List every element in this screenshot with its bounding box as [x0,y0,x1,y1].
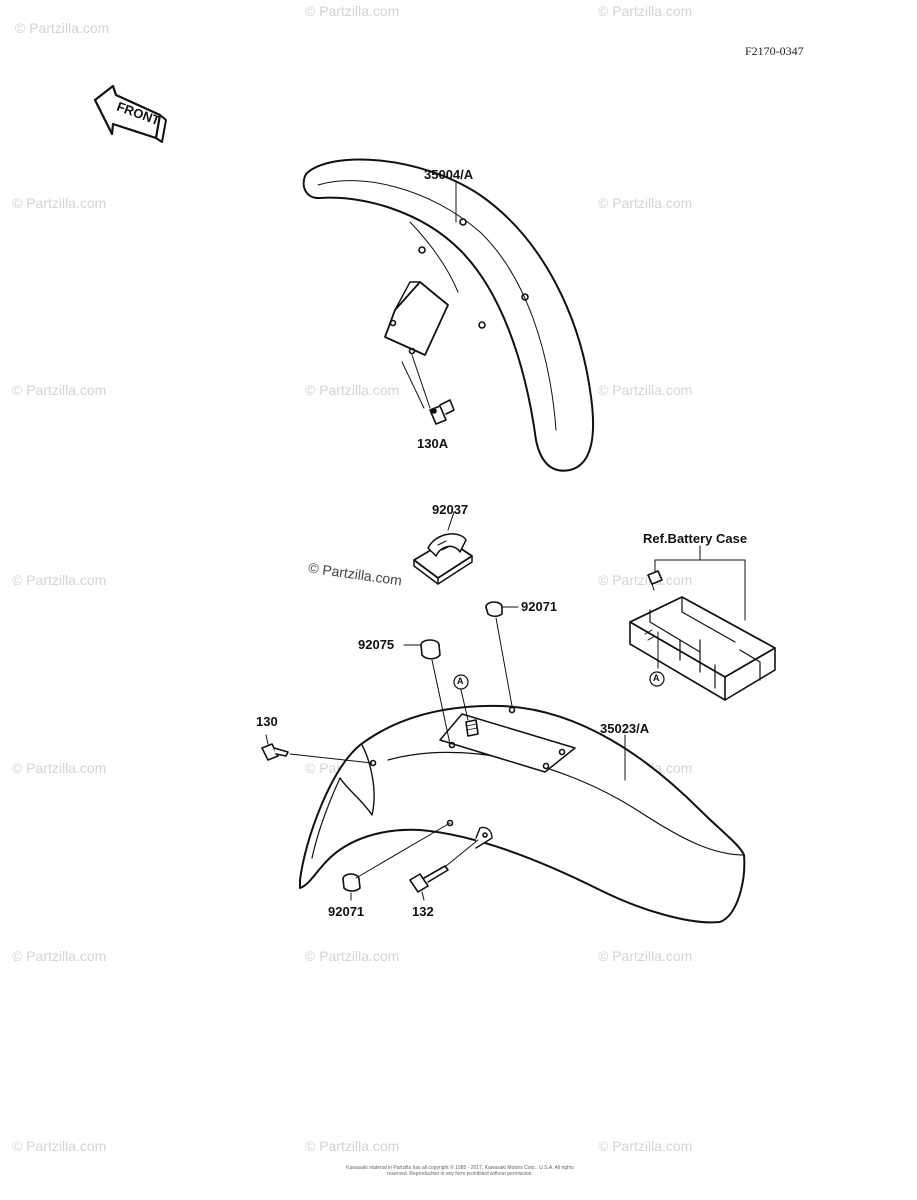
watermark: © Partzilla.com [305,948,400,964]
front-fender [302,158,594,472]
watermark: © Partzilla.com [12,1138,107,1154]
part-label-92037[interactable]: 92037 [432,502,469,517]
bolt-130-icon [261,734,373,764]
part-label-130a[interactable]: 130A [417,436,449,451]
part-label-35004a[interactable]: 35004/A [424,167,474,182]
watermark: © Partzilla.com [305,382,400,398]
copyright-text: Kawasaki material in Partzilla has all c… [346,1165,574,1177]
grommet-92071-bottom-icon [342,822,451,901]
watermark: © Partzilla.com [598,3,693,19]
bolt-132-icon [409,839,479,901]
watermark: © Partzilla.com [12,948,107,964]
watermark: © Partzilla.com [12,195,107,211]
watermark: © Partzilla.com [12,760,107,776]
watermark: © Partzilla.com [305,3,400,19]
part-label-92075[interactable]: 92075 [358,637,395,652]
grommet-92071-top-icon [485,601,519,707]
rear-fender [299,704,746,924]
bolt-130a-icon [429,399,455,425]
part-label-130[interactable]: 130 [256,714,278,729]
watermark: © Partzilla.com [12,382,107,398]
grommet-92075-icon [403,639,451,745]
watermark: © Partzilla.com [598,382,693,398]
part-label-35023a[interactable]: 35023/A [600,721,650,736]
bolt-marker-a-icon [453,674,479,737]
watermark: © Partzilla.com [598,948,693,964]
diagram-code: F2170-0347 [745,44,804,58]
watermark: © Partzilla.com [598,572,693,588]
watermark: © Partzilla.com [598,195,693,211]
marker-a-label: A [457,676,464,686]
watermark: © Partzilla.com [12,572,107,588]
battery-case-icon [629,545,776,701]
part-label-92071-bottom[interactable]: 92071 [328,904,365,919]
front-arrow-icon: FRONT [93,84,167,143]
marker-a-label: A [653,673,660,683]
watermark: © Partzilla.com [15,20,110,36]
part-label-ref-battery-case[interactable]: Ref.Battery Case [643,531,748,546]
part-label-132[interactable]: 132 [412,904,434,919]
watermark: © Partzilla.com [305,1138,400,1154]
watermark: © Partzilla.com [598,1138,693,1154]
clamp-92037-icon [413,511,473,585]
part-label-92071-top[interactable]: 92071 [521,599,558,614]
